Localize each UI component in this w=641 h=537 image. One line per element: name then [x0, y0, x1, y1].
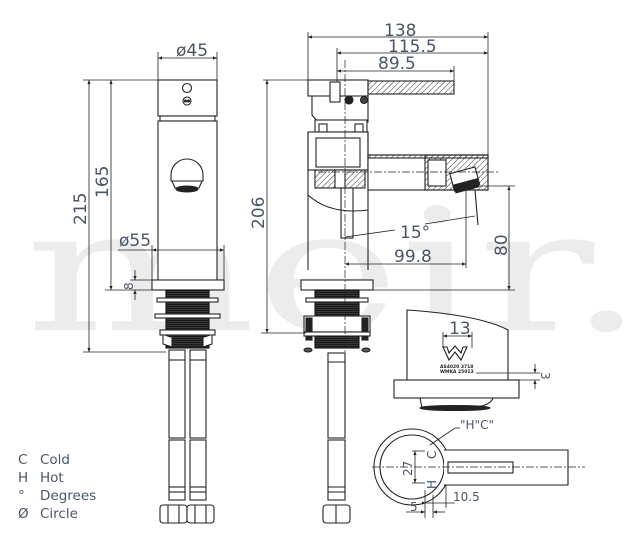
dim-indicator-span: 27: [401, 461, 415, 476]
detail-view: [393, 309, 520, 412]
legend-item-cold: C Cold: [18, 451, 96, 469]
hc-callout: "H"C": [460, 418, 494, 432]
dim-spout-height: 165: [93, 166, 113, 198]
legend-symbol: C: [18, 452, 28, 468]
legend-label: Degrees: [40, 488, 97, 504]
dim-base-gap: 3: [538, 372, 552, 380]
side-dimension-labels: 138 115.5 89.5 206 15° 99.8 80: [249, 21, 512, 267]
hot-marker: H: [425, 480, 439, 489]
dim-spout-angle: 15°: [400, 223, 430, 243]
cold-marker: C: [425, 451, 439, 459]
legend-item-hot: H Hot: [18, 469, 96, 487]
legend-item-degrees: ° Degrees: [18, 487, 96, 505]
dim-base-diameter: ø55: [119, 231, 151, 251]
cert-line-1: AS4020 3718: [440, 364, 473, 370]
front-dimensions: [83, 52, 225, 353]
detail-labels: 13 AS4020 3718 WMKA 25013 3: [440, 319, 552, 380]
dim-spout-reach: 99.8: [394, 247, 432, 267]
dim-offset-a: 10.5: [453, 490, 480, 504]
dim-offset-b: 5: [410, 500, 418, 514]
dim-logo-width: 13: [449, 319, 471, 339]
dim-height: 206: [249, 197, 269, 229]
legend-label: Hot: [40, 470, 64, 486]
plan-view: [372, 428, 585, 506]
side-view: [300, 60, 498, 524]
dim-handle-length: 115.5: [388, 37, 437, 57]
plan-labels: "H"C" 27 C H 10.5 5: [401, 418, 494, 514]
cert-line-2: WMKA 25013: [440, 369, 474, 375]
detail-dimensions: [442, 332, 540, 389]
dim-overall-length: 138: [384, 21, 416, 41]
front-dimension-labels: ø45 ø55 215 165 8: [71, 41, 208, 290]
legend-label: Cold: [40, 452, 71, 468]
dim-top-diameter: ø45: [176, 41, 208, 61]
legend-symbol: H: [18, 470, 29, 486]
diameter-icon: Ø: [18, 506, 29, 522]
dim-base-thickness: 8: [122, 282, 136, 290]
legend-label: Circle: [40, 506, 78, 522]
plan-dimensions: [406, 427, 460, 518]
legend-symbol: °: [18, 488, 25, 504]
side-dimensions: [261, 32, 515, 334]
dim-spout-clearance: 80: [492, 234, 512, 256]
symbol-legend: C Cold H Hot ° Degrees Ø Circle: [18, 451, 96, 523]
legend-item-circle: Ø Circle: [18, 505, 96, 523]
dim-lever-length: 89.5: [378, 54, 416, 74]
dim-total-height: 215: [71, 193, 91, 225]
front-view: [151, 79, 225, 524]
